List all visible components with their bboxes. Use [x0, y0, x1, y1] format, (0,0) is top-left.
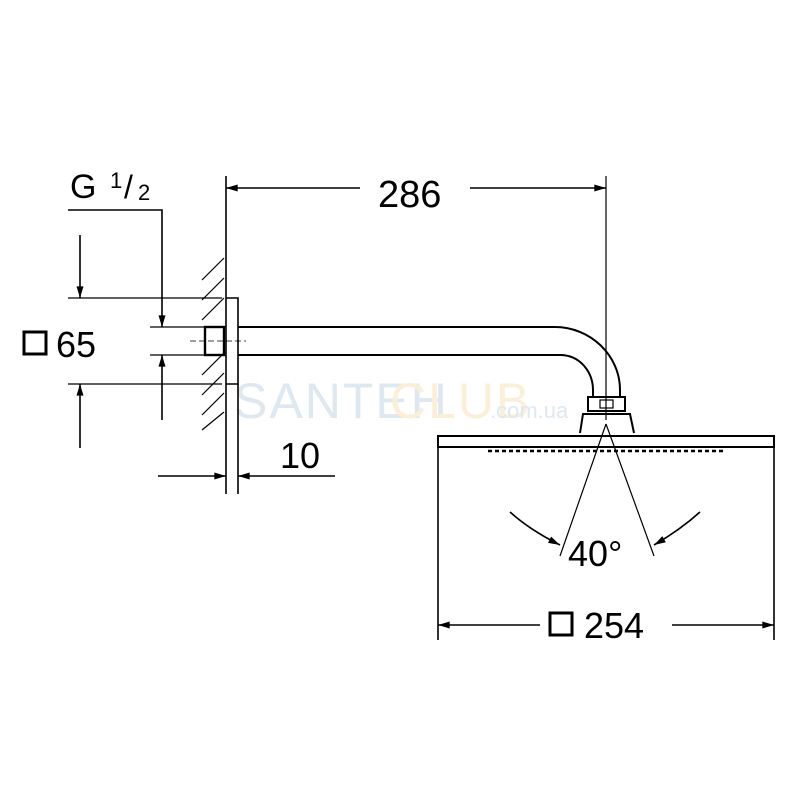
- dim-286-label: 286: [378, 174, 441, 216]
- dim-254-label: 254: [584, 605, 644, 646]
- watermark-domain: .com.ua: [490, 398, 569, 423]
- shower-head-plate: [437, 435, 775, 448]
- dim-10-label: 10: [280, 435, 320, 476]
- thread-numerator: 1: [110, 168, 122, 193]
- thread-label: G: [70, 168, 96, 206]
- dim-65-label: 65: [56, 324, 96, 365]
- shower-arm-inner: [238, 354, 594, 397]
- watermark-brand-a: SANTEH: [234, 373, 449, 429]
- square-symbol-icon: [22, 330, 48, 356]
- thread-leader: [68, 209, 166, 328]
- thread-slash: /: [124, 169, 133, 205]
- shower-arm-outer: [238, 326, 621, 397]
- angle-arrow-right: [653, 511, 701, 546]
- head-joint: [579, 413, 635, 434]
- square-symbol-icon: [548, 611, 574, 637]
- spray-angle-label: 40°: [568, 533, 622, 574]
- angle-arrow-left: [509, 511, 561, 546]
- wall-hatch: [201, 257, 225, 431]
- spray-angle-line-left: [559, 423, 607, 557]
- watermark-brand-b: CLUB: [390, 373, 531, 429]
- thread-denominator: 2: [138, 180, 150, 205]
- watermark: SANTEH CLUB .com.ua: [234, 373, 569, 429]
- spray-angle-line-right: [605, 423, 655, 557]
